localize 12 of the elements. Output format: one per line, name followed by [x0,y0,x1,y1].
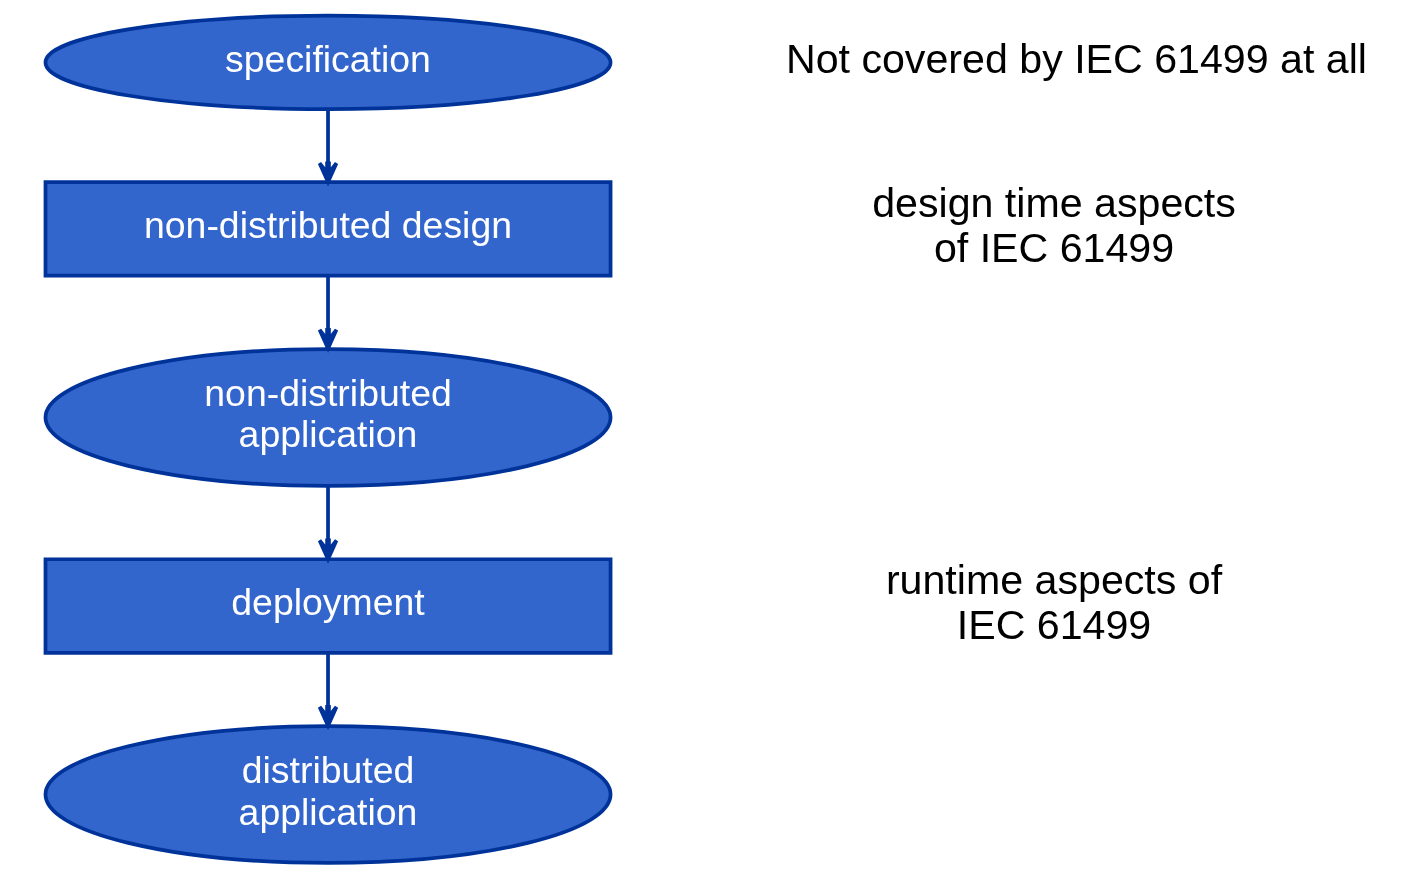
arrow [317,486,339,562]
label: design time aspects of IEC 61499 [872,179,1236,271]
arrow [317,109,339,184]
arrow [317,276,339,351]
arrow [317,653,339,728]
node-ellipse: non-distributed application [43,347,613,488]
node-ellipse: specification [43,13,613,112]
node-box: deployment [43,557,613,655]
node-box: non-distributed design [43,180,613,278]
label: Not covered by IEC 61499 at all [785,35,1368,82]
node-ellipse: distributed application [43,724,613,865]
label: runtime aspects of IEC 61499 [885,557,1223,648]
